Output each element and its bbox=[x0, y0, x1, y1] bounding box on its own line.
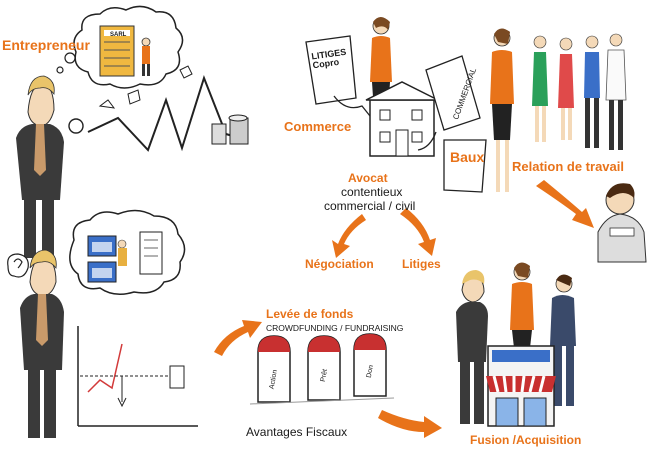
label-levee-fonds: Levée de fonds bbox=[266, 307, 354, 321]
injured-worker bbox=[597, 183, 647, 263]
arrows bbox=[214, 180, 594, 438]
label-commerce: Commerce bbox=[284, 119, 352, 134]
label-entrepreneur: Entrepreneur bbox=[2, 37, 90, 53]
label-relation-travail: Relation de travail bbox=[512, 159, 624, 174]
thought-bubble-business bbox=[56, 5, 184, 89]
shops-bubble bbox=[69, 209, 186, 295]
label-crowdfunding: CROWDFUNDING / FUNDRAISING bbox=[266, 323, 404, 333]
growth-chart-sketch bbox=[77, 326, 198, 427]
label-negociation: Négociation bbox=[305, 257, 374, 271]
sign-text: SARL bbox=[110, 32, 127, 38]
team-figures bbox=[490, 28, 627, 192]
worried-entrepreneur bbox=[7, 249, 64, 438]
label-litiges: Litiges bbox=[402, 257, 441, 271]
label-commercial-civil: commercial / civil bbox=[324, 199, 416, 213]
entrepreneur-figure bbox=[16, 75, 64, 258]
label-contentieux: contentieux bbox=[341, 185, 403, 199]
milestone-stones bbox=[249, 333, 395, 405]
business-path bbox=[68, 65, 249, 152]
doc-baux: Baux bbox=[450, 149, 485, 165]
label-avantages-fiscaux: Avantages Fiscaux bbox=[246, 425, 348, 439]
documents bbox=[305, 35, 487, 193]
fusion-scene bbox=[456, 262, 576, 427]
office-building bbox=[365, 81, 439, 157]
label-fusion-acquisition: Fusion /Acquisition bbox=[470, 433, 582, 447]
label-avocat: Avocat bbox=[348, 171, 388, 185]
